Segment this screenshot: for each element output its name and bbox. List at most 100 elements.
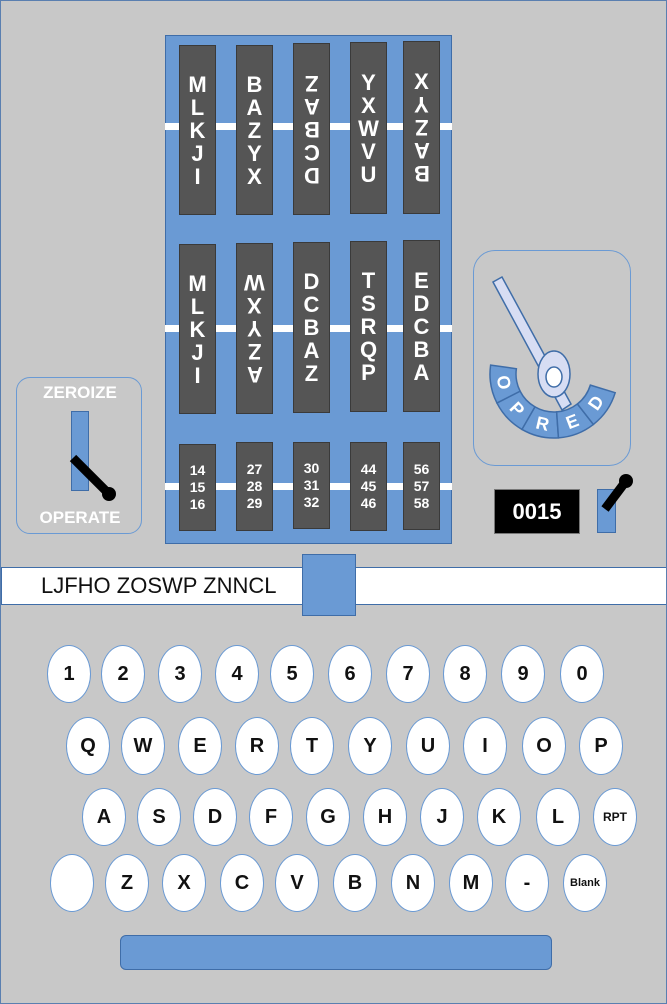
key-dash[interactable]: - — [505, 854, 549, 912]
rotor-character: 28 — [246, 478, 263, 494]
key-w[interactable]: W — [121, 717, 165, 775]
key-i[interactable]: I — [463, 717, 507, 775]
key-m[interactable]: M — [449, 854, 493, 912]
rotor-character: 45 — [360, 478, 377, 494]
rotor-character: 58 — [413, 494, 430, 511]
key-label: I — [482, 734, 488, 757]
key-y[interactable]: Y — [348, 717, 392, 775]
rotor-character: L — [190, 293, 205, 319]
key-4[interactable]: 4 — [215, 645, 259, 703]
key-z[interactable]: Z — [105, 854, 149, 912]
rotor-character: U — [360, 161, 377, 187]
key-5[interactable]: 5 — [270, 645, 314, 703]
mode-segment[interactable] — [576, 384, 617, 426]
key-7[interactable]: 7 — [386, 645, 430, 703]
key-blank[interactable]: Blank — [563, 854, 607, 912]
rotor-character: D — [413, 290, 430, 316]
key-h[interactable]: H — [363, 788, 407, 846]
key-t[interactable]: T — [290, 717, 334, 775]
key-3[interactable]: 3 — [158, 645, 202, 703]
key-label: X — [177, 871, 191, 894]
key-e[interactable]: E — [178, 717, 222, 775]
rotor-character: V — [361, 138, 376, 164]
key-9[interactable]: 9 — [501, 645, 545, 703]
key-u[interactable]: U — [406, 717, 450, 775]
key-a[interactable]: A — [82, 788, 126, 846]
space-bar[interactable] — [120, 935, 552, 970]
key-6[interactable]: 6 — [328, 645, 372, 703]
key-8[interactable]: 8 — [443, 645, 487, 703]
key-f[interactable]: F — [249, 788, 293, 846]
rotor-character: A — [246, 94, 263, 120]
operate-label: OPERATE — [39, 508, 121, 527]
key-label: O — [536, 734, 552, 757]
rotor-character: K — [189, 316, 206, 342]
key-c[interactable]: C — [220, 854, 264, 912]
zeroize-lever[interactable] — [61, 446, 131, 506]
key-v[interactable]: V — [275, 854, 319, 912]
key-d[interactable]: D — [193, 788, 237, 846]
key-label: C — [234, 871, 250, 894]
rotor-character: 31 — [303, 477, 320, 493]
counter-lever[interactable] — [594, 471, 639, 516]
key-2[interactable]: 2 — [101, 645, 145, 703]
key-j[interactable]: J — [420, 788, 464, 846]
rotor-character: A — [246, 362, 263, 387]
rotor-character: A — [413, 359, 430, 385]
key-label: N — [405, 871, 421, 894]
key-label: P — [594, 734, 608, 757]
key-label: V — [290, 871, 304, 894]
key-g[interactable]: G — [306, 788, 350, 846]
rotor-character: S — [361, 291, 376, 316]
key-label: R — [249, 734, 265, 757]
key-s[interactable]: S — [137, 788, 181, 846]
rotor-character: 44 — [360, 461, 377, 477]
key-unlabeled[interactable] — [50, 854, 94, 912]
key-rpt[interactable]: RPT — [593, 788, 637, 846]
rotor-character: Y — [247, 140, 262, 166]
rotor-character: B — [246, 71, 263, 97]
rotor-character: J — [191, 140, 204, 166]
key-b[interactable]: B — [333, 854, 377, 912]
rotor-character: K — [189, 117, 206, 143]
key-label: 9 — [517, 662, 529, 685]
rotor-character: 57 — [413, 477, 430, 494]
key-x[interactable]: X — [162, 854, 206, 912]
rotor-character: E — [414, 267, 429, 293]
key-p[interactable]: P — [579, 717, 623, 775]
rotor-character: C — [303, 292, 320, 317]
key-label: H — [377, 805, 393, 828]
key-o[interactable]: O — [522, 717, 566, 775]
rotor-character: 15 — [189, 479, 206, 495]
key-k[interactable]: K — [477, 788, 521, 846]
key-l[interactable]: L — [536, 788, 580, 846]
key-label: J — [436, 805, 448, 828]
key-r[interactable]: R — [235, 717, 279, 775]
rotor-character: Y — [361, 69, 376, 95]
key-label: 3 — [174, 662, 186, 685]
key-0[interactable]: 0 — [560, 645, 604, 703]
key-label: 0 — [576, 662, 588, 685]
key-1[interactable]: 1 — [47, 645, 91, 703]
tape-guide — [302, 554, 356, 616]
key-q[interactable]: Q — [66, 717, 110, 775]
key-label: 5 — [286, 662, 298, 685]
key-n[interactable]: N — [391, 854, 435, 912]
rotor-character: 32 — [303, 494, 320, 510]
